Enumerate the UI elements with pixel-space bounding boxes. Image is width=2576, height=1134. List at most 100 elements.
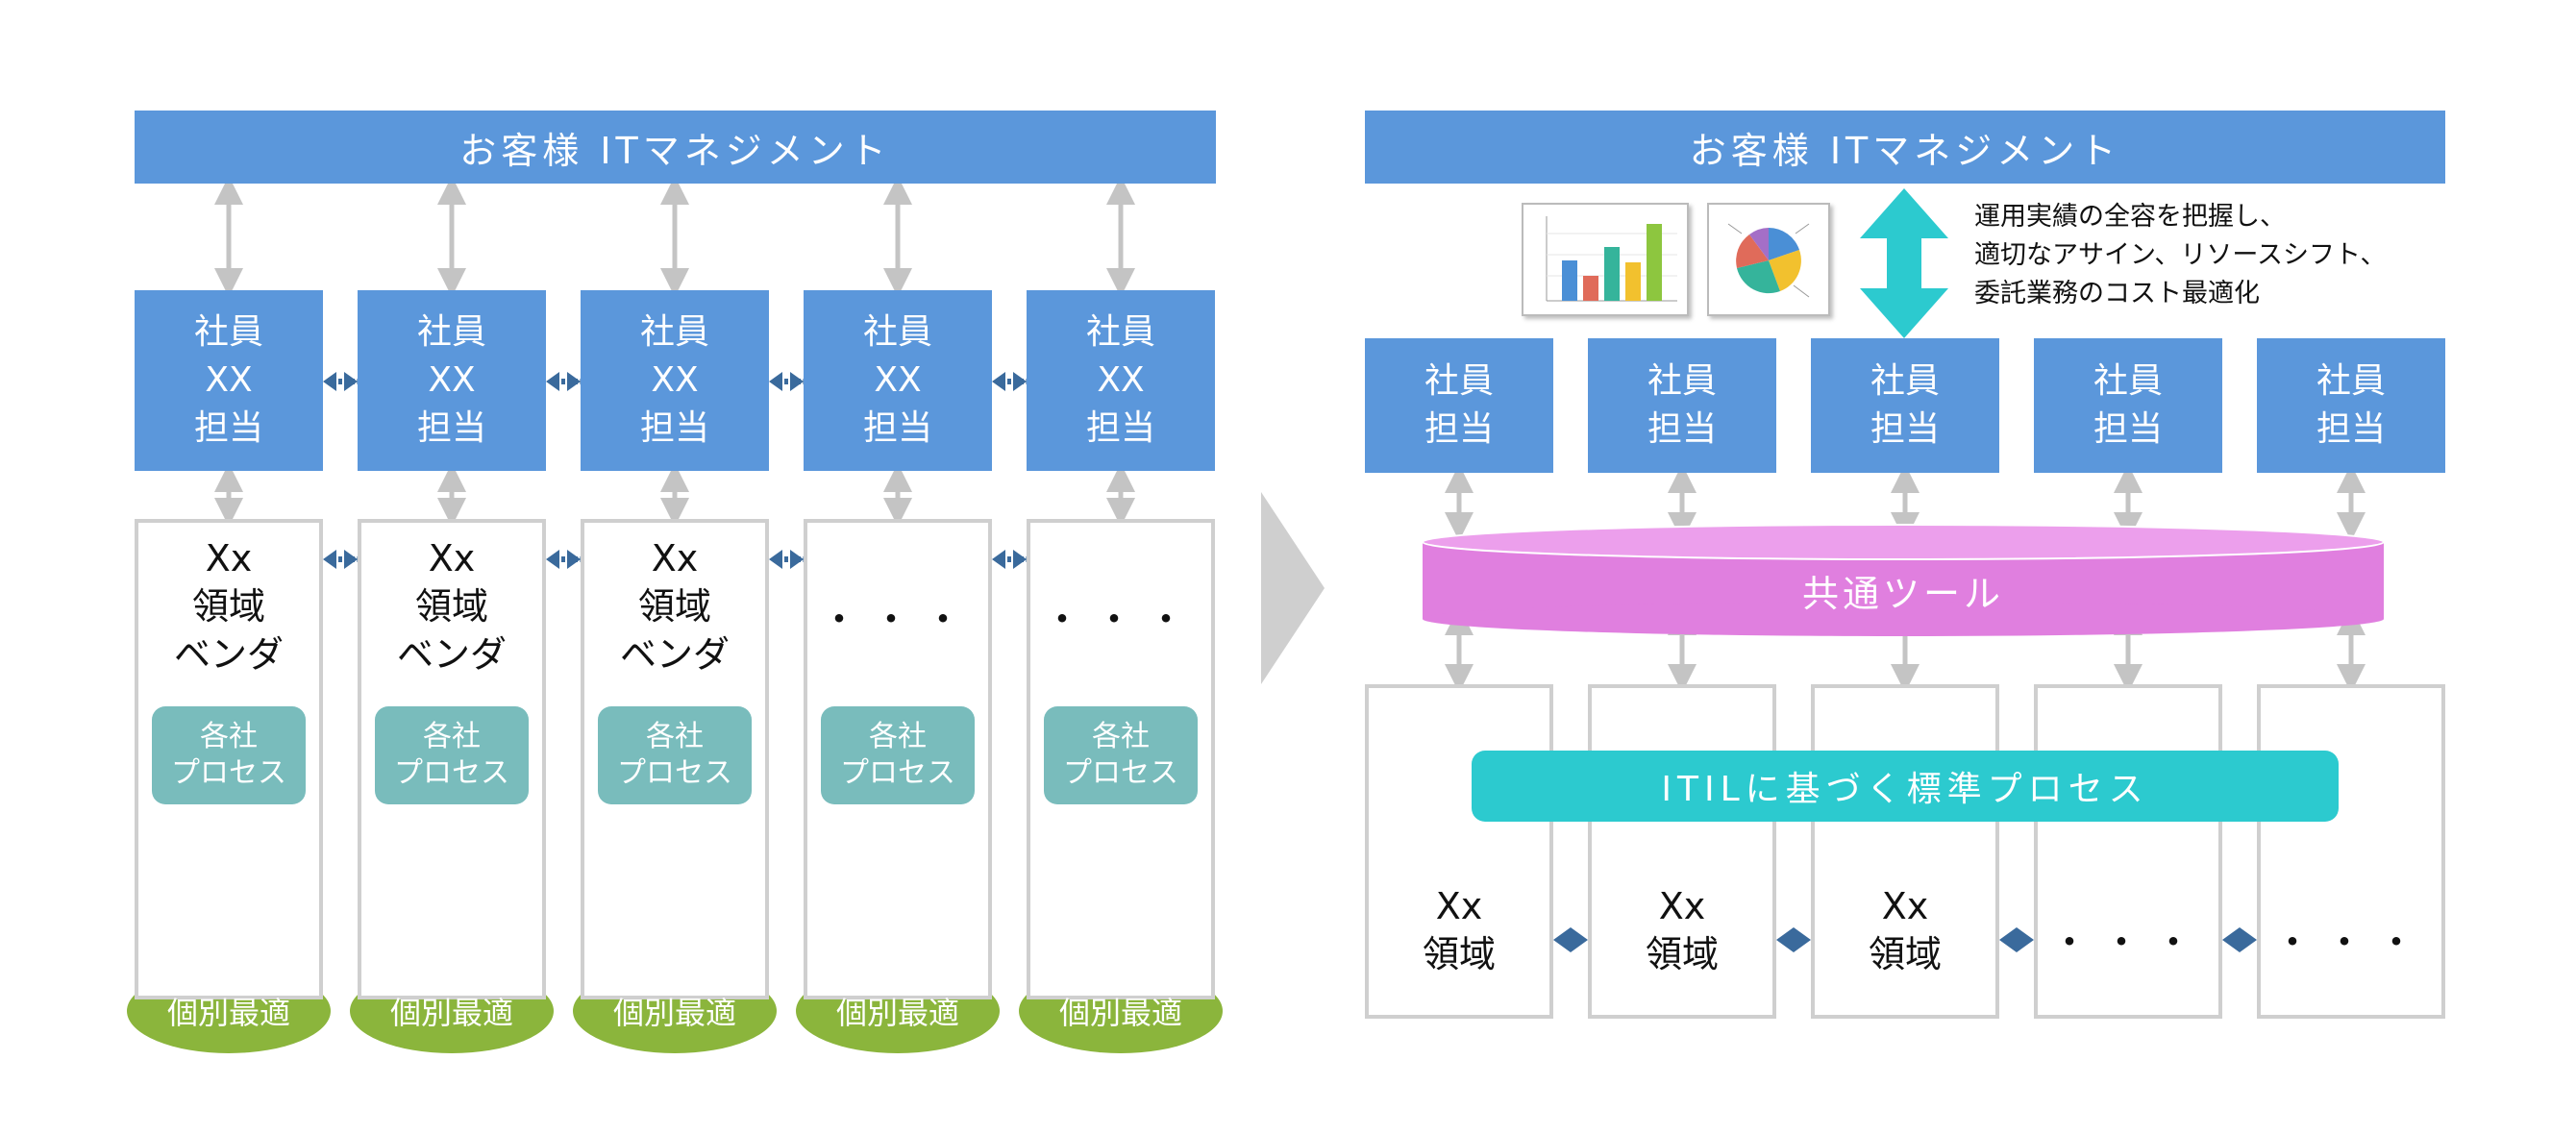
tool-line-1: 各社	[200, 864, 258, 898]
left-employee-line-2: XX	[651, 360, 699, 400]
process-line-1: 各社	[200, 720, 258, 753]
left-employee-line-2: XX	[428, 360, 476, 400]
tool-line-2: ツール	[632, 900, 718, 934]
common-tool-label: 共通ツール	[1801, 572, 2004, 615]
bar-chart-thumbnail-icon	[1522, 203, 1689, 316]
company-tool-label: 各社ツール	[598, 853, 752, 946]
itil-standard-process-bar: ITILに基づく標準プロセス	[1472, 751, 2339, 822]
left-employee-line-1: 社員	[416, 312, 486, 352]
company-process-box: 各社プロセス	[375, 706, 529, 804]
dark-blue-dotted-double-arrow	[769, 550, 807, 569]
chevron-right-icon	[1261, 492, 1325, 684]
left-employee-box: 社員 XX 担当	[804, 290, 992, 471]
tool-line-1: 各社	[1092, 864, 1150, 898]
domain-line-1: ・・・	[2050, 921, 2206, 965]
left-employee-line-2: XX	[205, 360, 253, 400]
vendor-line-2: 領域	[637, 585, 711, 628]
domain-line-2: 領域	[1645, 933, 1719, 975]
tool-line-1: 各社	[423, 864, 481, 898]
pie-chart-thumbnail-icon	[1707, 203, 1830, 316]
vendor-label: Xx 領域ベンダ	[358, 534, 546, 678]
vendor-line-1: ・・・	[1043, 598, 1199, 642]
dark-blue-dotted-double-arrow	[769, 372, 807, 391]
dark-blue-dotted-double-arrow	[323, 372, 361, 391]
right-employee-box: 社員担当	[1365, 338, 1553, 473]
vendor-line-2: 領域	[191, 585, 265, 628]
left-employee-line-2: XX	[874, 360, 922, 400]
dark-blue-double-arrow	[1999, 927, 2034, 952]
vendor-line-1: Xx	[205, 537, 253, 579]
common-tool-bottom	[1423, 602, 2384, 636]
vendor-line-3: ベンダ	[173, 633, 284, 676]
process-line-2: プロセス	[394, 756, 509, 790]
tool-line-2: ツール	[186, 900, 272, 934]
right-it-management-bar: お客様 ITマネジメント	[1365, 111, 2445, 184]
vendor-label: Xx 領域ベンダ	[135, 534, 323, 678]
company-process-box: 各社プロセス	[1044, 706, 1198, 804]
domain-line-2: 領域	[1422, 933, 1496, 975]
domain-line-1: Xx	[1881, 885, 1929, 927]
left-it-management-bar: お客様 ITマネジメント	[135, 111, 1216, 184]
domain-line-2: 領域	[1868, 933, 1942, 975]
company-tool-label: 各社ツール	[821, 853, 975, 946]
right-employee-line-1: 社員	[2316, 361, 2386, 401]
vendor-line-1: Xx	[428, 537, 476, 579]
tool-line-2: ツール	[1077, 900, 1164, 934]
tool-line-1: 各社	[646, 864, 704, 898]
common-tool-top	[1422, 524, 2385, 560]
company-process-box: 各社プロセス	[152, 706, 306, 804]
vendor-line-2: 領域	[414, 585, 488, 628]
right-employee-line-2: 担当	[1647, 409, 1717, 449]
description-line-3: 委託業務のコスト最適化	[1974, 279, 2260, 308]
right-employee-box: 社員担当	[1588, 338, 1776, 473]
left-employee-line-3: 担当	[862, 408, 932, 448]
domain-label: Xx 領域	[1588, 882, 1776, 978]
left-employee-line-1: 社員	[862, 312, 932, 352]
left-employee-line-1: 社員	[193, 312, 263, 352]
right-it-management-label: お客様 ITマネジメント	[1689, 129, 2121, 172]
right-domain-column	[2257, 684, 2445, 1019]
vendor-line-3: ベンダ	[396, 633, 507, 676]
domain-ellipsis: ・・・	[2034, 911, 2222, 967]
process-line-2: プロセス	[617, 756, 732, 790]
individual-optimization-label: 個別最適	[835, 995, 959, 1031]
dark-blue-double-arrow	[2222, 927, 2257, 952]
right-domain-column	[1365, 684, 1553, 1019]
domain-line-1: Xx	[1658, 885, 1706, 927]
company-tool-label: 各社ツール	[152, 853, 306, 946]
tool-line-2: ツール	[855, 900, 941, 934]
process-line-2: プロセス	[171, 756, 286, 790]
tool-line-1: 各社	[869, 864, 927, 898]
left-employee-line-2: XX	[1097, 360, 1145, 400]
domain-label: Xx 領域	[1811, 882, 1999, 978]
right-employee-line-1: 社員	[1870, 361, 1940, 401]
management-description: 運用実績の全容を把握し、 適切なアサイン、リソースシフト、 委託業務のコスト最適…	[1974, 198, 2436, 323]
process-line-1: 各社	[423, 720, 481, 753]
process-line-2: プロセス	[840, 756, 955, 790]
vendor-ellipsis: ・・・	[1027, 588, 1215, 644]
company-process-box: 各社プロセス	[821, 706, 975, 804]
process-line-2: プロセス	[1063, 756, 1178, 790]
domain-ellipsis: ・・・	[2257, 911, 2445, 967]
dark-blue-dotted-double-arrow	[992, 372, 1030, 391]
right-employee-box: 社員担当	[2034, 338, 2222, 473]
dark-blue-dotted-double-arrow	[546, 372, 584, 391]
right-employee-box: 社員担当	[2257, 338, 2445, 473]
left-employee-box: 社員 XX 担当	[358, 290, 546, 471]
dark-blue-dotted-double-arrow	[546, 550, 584, 569]
right-domain-column	[1588, 684, 1776, 1019]
left-employee-line-3: 担当	[1085, 408, 1155, 448]
right-employee-line-2: 担当	[2316, 409, 2386, 449]
right-employee-line-1: 社員	[1647, 361, 1717, 401]
domain-line-1: ・・・	[2273, 921, 2429, 965]
company-tool-label: 各社ツール	[375, 853, 529, 946]
left-employee-line-3: 担当	[416, 408, 486, 448]
left-it-management-label: お客様 ITマネジメント	[459, 129, 891, 172]
description-line-1: 運用実績の全容を把握し、	[1974, 202, 2286, 232]
vendor-line-3: ベンダ	[619, 633, 730, 676]
